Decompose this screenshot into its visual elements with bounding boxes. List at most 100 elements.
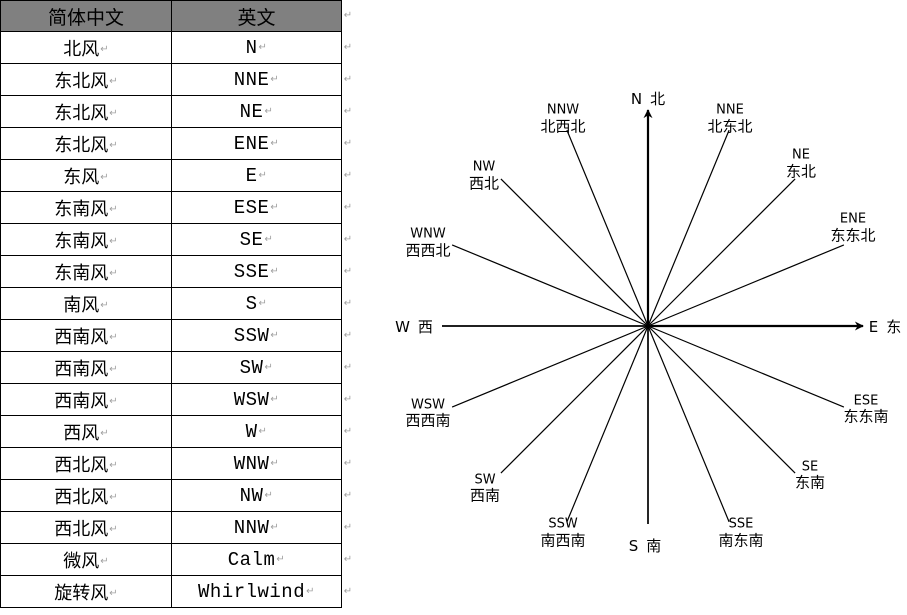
paragraph-mark-icon: ↵ (270, 521, 280, 533)
direction-zh-se: 东南 (795, 474, 825, 492)
english-abbr-text: WNW (233, 452, 270, 475)
cell-english-abbr: S↵ (171, 287, 342, 320)
paragraph-mark-icon: ↵ (109, 364, 118, 375)
paragraph-mark-icon: ↵ (109, 460, 118, 471)
row-end-mark-icon: ↵ (343, 586, 353, 597)
english-abbr-text: Whirlwind (197, 580, 306, 603)
table-row: 西风↵W↵ (0, 415, 342, 448)
direction-abbr-nnw: NNW (547, 103, 579, 118)
paragraph-mark-icon: ↵ (270, 457, 280, 469)
compass-line-nne (647, 129, 730, 327)
cell-chinese-name: 微风↵ (0, 543, 172, 576)
english-abbr-text: S (245, 292, 258, 315)
direction-abbr-ene: ENE (840, 212, 866, 227)
paragraph-mark-icon: ↵ (306, 585, 315, 597)
paragraph-mark-icon: ↵ (109, 396, 118, 407)
direction-abbr-ne: NE (792, 148, 810, 163)
paragraph-mark-icon: ↵ (100, 172, 109, 183)
paragraph-mark-icon: ↵ (270, 265, 280, 277)
cell-english-abbr: NNE↵ (171, 63, 342, 96)
row-end-mark-icon: ↵ (343, 490, 353, 501)
cell-english-abbr: SSW↵ (171, 319, 342, 352)
direction-zh-ne: 东北 (786, 163, 816, 181)
cell-chinese-name: 西北风↵ (0, 511, 172, 544)
paragraph-mark-icon: ↵ (100, 428, 109, 439)
chinese-name-text: 微风 (63, 550, 100, 572)
english-abbr-text: ENE (233, 132, 270, 155)
paragraph-mark-icon: ↵ (100, 556, 109, 567)
cell-chinese-name: 旋转风↵ (0, 575, 172, 608)
paragraph-mark-icon: ↵ (264, 105, 274, 117)
compass-line-ese (647, 325, 845, 408)
direction-abbr-nne: NNE (716, 103, 744, 118)
english-abbr-text: ESE (233, 196, 270, 219)
compass-lines (442, 109, 864, 524)
cell-chinese-name: 南风↵ (0, 287, 172, 320)
chinese-name-text: 东北风 (54, 134, 109, 156)
direction-abbr-wsw: WSW (411, 398, 445, 413)
compass-line-nw (500, 178, 649, 327)
paragraph-mark-icon: ↵ (270, 137, 280, 149)
chinese-name-text: 西南风 (54, 326, 109, 348)
paragraph-mark-icon: ↵ (100, 300, 109, 311)
english-abbr-text: SSW (233, 324, 270, 347)
paragraph-mark-icon: ↵ (109, 76, 118, 87)
chinese-name-text: 东风 (63, 166, 100, 188)
compass-line-ene (647, 244, 845, 327)
english-abbr-text: E (245, 164, 258, 187)
row-end-mark-icon: ↵ (343, 138, 353, 149)
table-row: 南风↵S↵ (0, 287, 342, 320)
table-row: 旋转风↵Whirlwind↵ (0, 575, 342, 608)
direction-abbr-s: S (629, 537, 639, 555)
row-end-mark-icon: ↵ (343, 554, 353, 565)
direction-abbr-se: SE (802, 460, 818, 475)
direction-zh-n: 北 (650, 90, 665, 108)
table-row: 西北风↵NNW↵ (0, 511, 342, 544)
english-abbr-text: NE (239, 100, 264, 123)
table-row: 西北风↵WNW↵ (0, 447, 342, 480)
paragraph-mark-icon: ↵ (258, 169, 268, 181)
compass-line-wnw (451, 244, 649, 327)
cell-chinese-name: 东北风↵ (0, 95, 172, 128)
chinese-name-text: 东北风 (54, 102, 109, 124)
paragraph-mark-icon: ↵ (109, 268, 118, 279)
paragraph-mark-icon: ↵ (258, 41, 268, 53)
direction-abbr-ese: ESE (854, 394, 879, 409)
paragraph-mark-icon: ↵ (264, 233, 274, 245)
chinese-name-text: 旋转风 (54, 582, 109, 604)
cell-english-abbr: N↵ (171, 31, 342, 64)
paragraph-mark-icon: ↵ (109, 588, 118, 599)
direction-zh-nnw: 北西北 (540, 118, 585, 136)
direction-abbr-sse: SSE (729, 517, 754, 532)
table-row: 东南风↵SSE↵ (0, 255, 342, 288)
direction-zh-w: 西 (418, 318, 433, 336)
compass-line-sw (500, 325, 649, 474)
row-end-mark-icon: ↵ (343, 458, 353, 469)
paragraph-mark-icon: ↵ (258, 425, 268, 437)
direction-abbr-wnw: WNW (410, 227, 446, 242)
table-row: 北风↵N↵ (0, 31, 342, 64)
direction-zh-s: 南 (646, 537, 661, 555)
chinese-name-text: 西南风 (54, 358, 109, 380)
english-abbr-text: SW (239, 356, 264, 379)
table-row: 西南风↵WSW↵ (0, 383, 342, 416)
cell-chinese-name: 东南风↵ (0, 191, 172, 224)
row-end-mark-icon: ↵ (343, 170, 353, 181)
row-end-mark-icon: ↵ (343, 42, 353, 53)
compass-line-se (647, 325, 796, 474)
cell-english-abbr: Calm↵ (171, 543, 342, 576)
english-abbr-text: W (245, 420, 258, 443)
english-abbr-text: SSE (233, 260, 270, 283)
paragraph-mark-icon: ↵ (270, 201, 280, 213)
english-abbr-text: SE (239, 228, 264, 251)
chinese-name-text: 西风 (63, 422, 100, 444)
cell-chinese-name: 东南风↵ (0, 255, 172, 288)
table-row: 东北风↵ NE↵ (0, 95, 342, 128)
chinese-name-text: 南风 (63, 294, 100, 316)
chinese-name-text: 东南风 (54, 230, 109, 252)
row-end-mark-icon: ↵ (343, 10, 353, 21)
direction-zh-ene: 东东北 (830, 227, 875, 245)
paragraph-mark-icon: ↵ (109, 140, 118, 151)
